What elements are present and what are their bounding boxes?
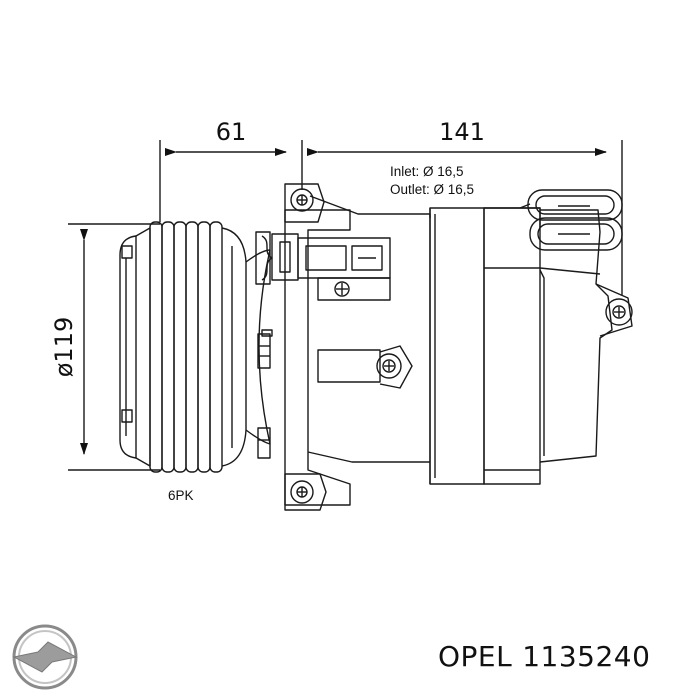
- brand-caption: OPEL 1135240: [438, 640, 650, 673]
- ports-fittings: [519, 189, 623, 251]
- lower-mount-lug: [284, 473, 327, 511]
- part-number: 1135240: [522, 640, 651, 673]
- brand-name: OPEL: [438, 640, 513, 673]
- dimension-lines: [68, 140, 623, 471]
- inlet-label: Inlet: Ø 16,5: [390, 164, 464, 179]
- width-left-dimension: 61: [216, 118, 247, 146]
- side-fittings: [257, 329, 413, 459]
- width-right-dimension: 141: [439, 118, 485, 146]
- diameter-dimension: ø119: [50, 317, 78, 378]
- upper-mount-lug: [284, 183, 325, 223]
- outlet-label: Outlet: Ø 16,5: [390, 182, 474, 197]
- pulley: [119, 221, 271, 473]
- belt-label: 6PK: [168, 488, 194, 503]
- compressor-body: [258, 195, 633, 506]
- opel-lightning-logo-icon: [12, 624, 78, 690]
- electrical-connector: [255, 231, 391, 301]
